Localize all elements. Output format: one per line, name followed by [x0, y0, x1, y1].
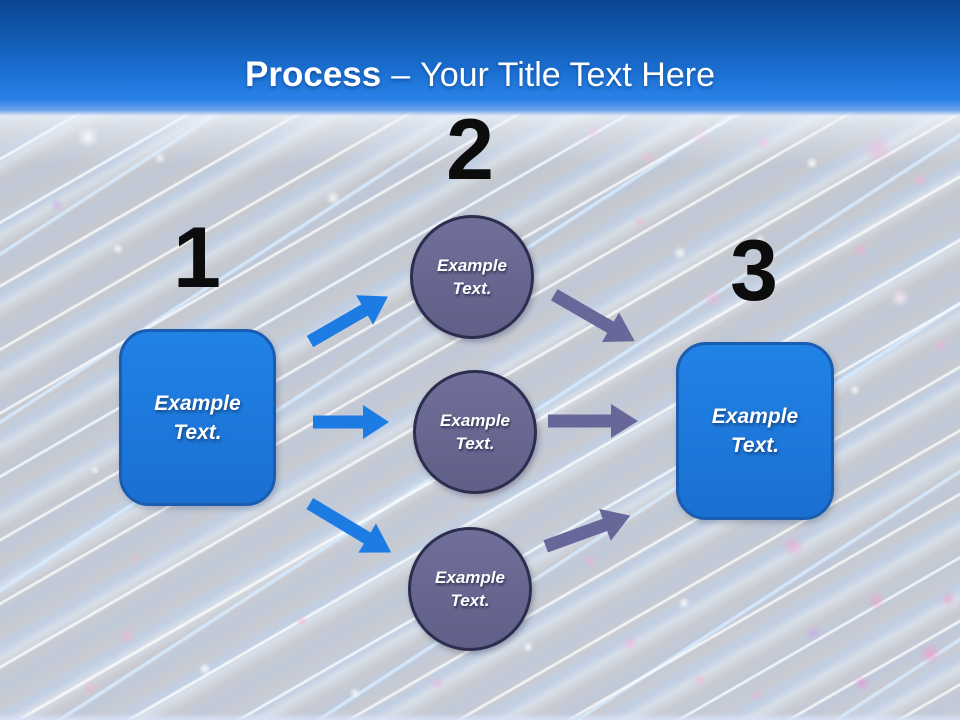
process-circle-middle-label: Example Text.	[440, 411, 510, 453]
process-circle-top: Example Text.	[410, 215, 534, 339]
arrow-source-to-circle-top-icon	[306, 295, 388, 348]
process-circle-bottom-label: Example Text.	[435, 568, 505, 610]
title-emphasis: Process	[245, 55, 382, 94]
step-number-2: 2	[446, 102, 494, 198]
step-number-1: 1	[173, 210, 221, 306]
arrow-circle-bottom-to-target-icon	[543, 508, 631, 553]
process-circle-bottom: Example Text.	[408, 527, 532, 651]
title-bar: Process – Your Title Text Here	[0, 0, 960, 116]
source-box-label: Example Text.	[154, 391, 241, 444]
source-box: Example Text.	[119, 329, 276, 506]
title-separator: –	[391, 56, 411, 94]
arrow-source-to-circle-bottom-icon	[306, 497, 392, 553]
arrow-circle-middle-to-target-icon	[548, 404, 638, 438]
step-number-3: 3	[730, 223, 778, 319]
arrow-source-to-circle-middle-icon	[313, 405, 389, 439]
slide-title: Process – Your Title Text Here	[0, 55, 960, 95]
title-text: Your Title Text Here	[420, 56, 715, 94]
target-box-label: Example Text.	[711, 405, 799, 457]
process-circle-top-label: Example Text.	[437, 256, 507, 298]
arrow-circle-top-to-target-icon	[550, 289, 635, 342]
target-box: Example Text.	[676, 342, 834, 520]
process-circle-middle: Example Text.	[413, 370, 537, 494]
